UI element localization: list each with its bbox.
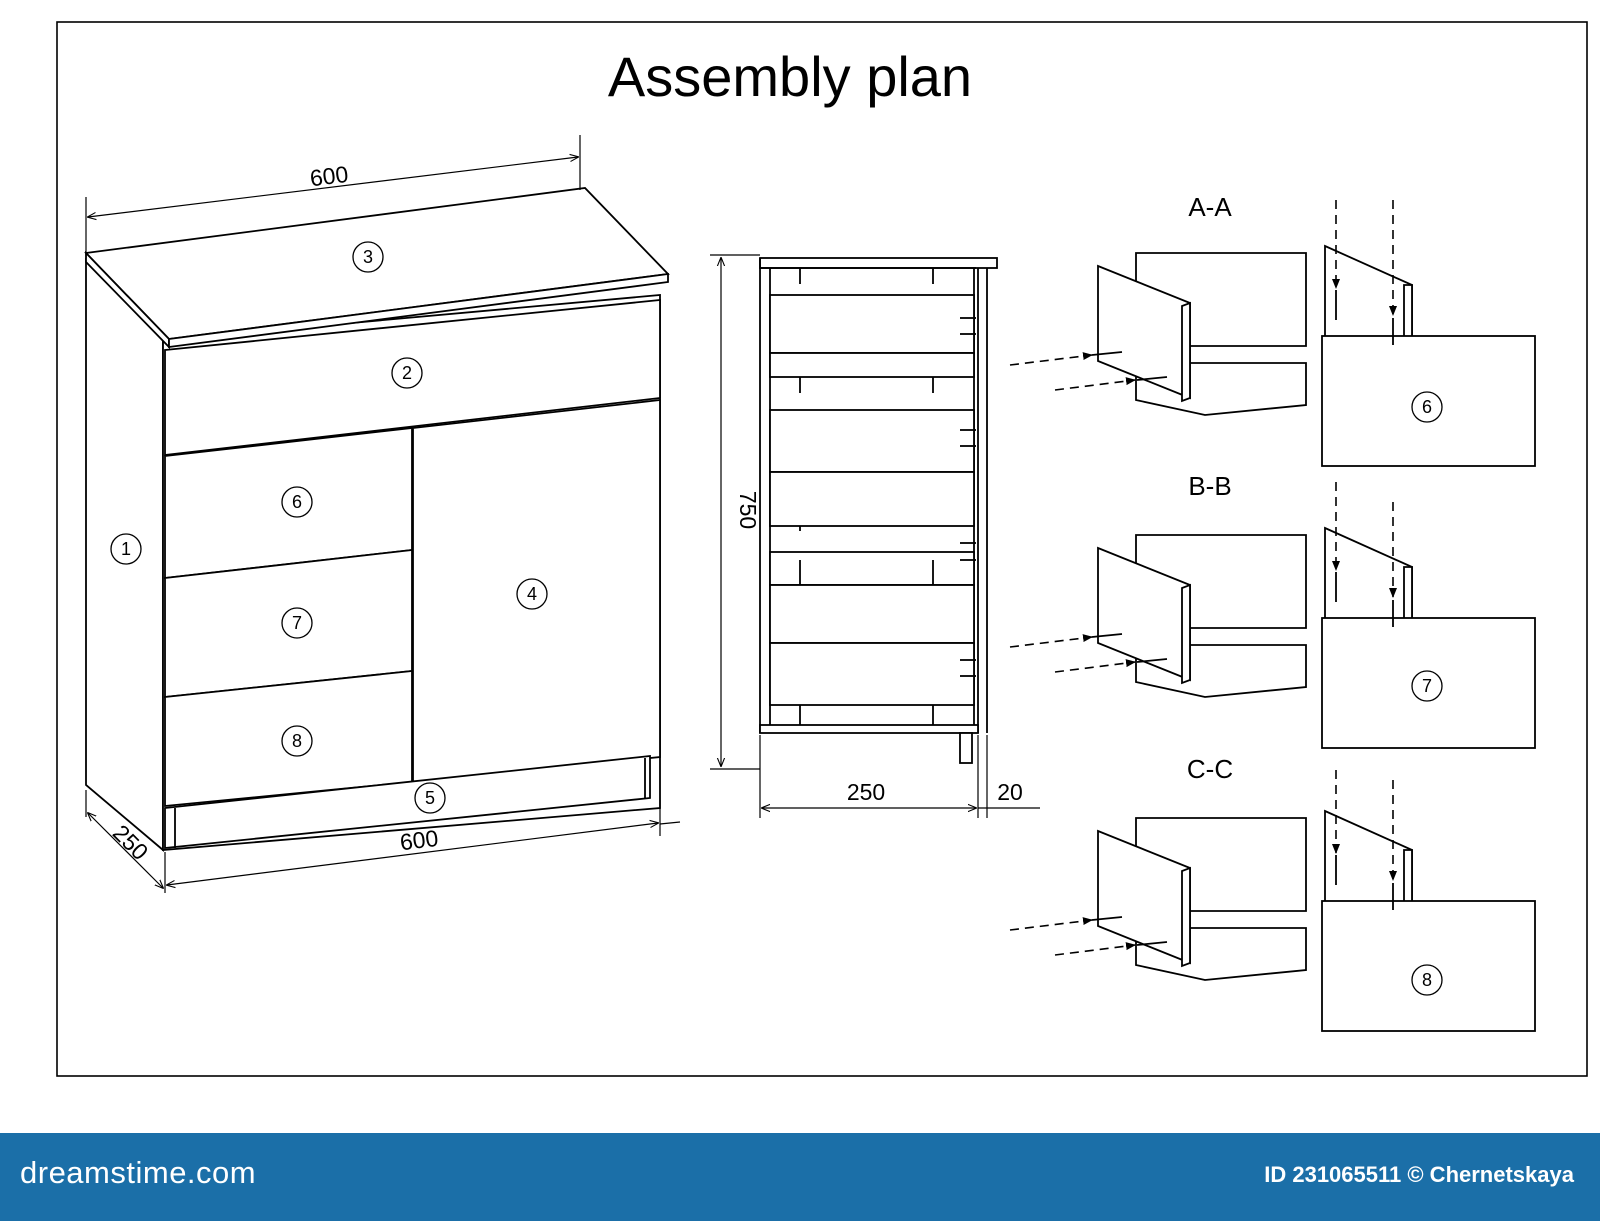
dim-side-depth: 250	[847, 779, 885, 805]
assembly-drawing: Assembly plan 600 600 250	[56, 21, 1588, 1077]
section-dimensions	[710, 254, 1040, 818]
section-callout-7	[1411, 670, 1443, 702]
section-label-c: C-C	[1187, 754, 1233, 784]
callout-6-label: 6	[292, 492, 302, 512]
callout-1	[110, 533, 142, 565]
drawer-section-a	[1009, 200, 1536, 467]
drawing-sheet: Assembly plan 600 600 250	[56, 21, 1588, 1077]
callout-2	[391, 357, 423, 389]
callout-4	[516, 578, 548, 610]
callout-7	[281, 607, 313, 639]
callout-8-label: 8	[292, 731, 302, 751]
brand-logo-text[interactable]: dreamstime.com	[20, 1155, 257, 1190]
image-credit: ID 231065511 © Chernetskaya	[1264, 1162, 1574, 1187]
dim-bottom-width: 600	[398, 825, 439, 855]
section-callout-7-label: 7	[1422, 676, 1432, 696]
side-section-view	[759, 257, 998, 764]
callout-5-label: 5	[425, 788, 435, 808]
callout-7-label: 7	[292, 613, 302, 633]
drawer-section-b	[1009, 482, 1536, 749]
callout-8	[281, 725, 313, 757]
callout-1-label: 1	[121, 539, 131, 559]
footer-bar: dreamstime.com ID 231065511 © Chernetska…	[0, 1133, 1600, 1221]
page-title: Assembly plan	[608, 45, 972, 108]
callout-2-label: 2	[402, 363, 412, 383]
section-label-a: A-A	[1188, 192, 1232, 222]
callout-3-label: 3	[363, 247, 373, 267]
iso-dimensions	[85, 135, 681, 893]
callout-5	[414, 782, 446, 814]
section-callout-6-label: 6	[1422, 397, 1432, 417]
callout-4-label: 4	[527, 584, 537, 604]
callout-6	[281, 486, 313, 518]
top-panel-front-edge	[168, 272, 669, 349]
dim-top-width: 600	[308, 161, 349, 191]
part-callouts: 3 2 1 6 7 8 4 5	[110, 241, 548, 814]
drawing-frame	[56, 21, 1588, 1077]
callout-3	[352, 241, 384, 273]
section-label-b: B-B	[1188, 471, 1231, 501]
drawer-section-c	[1009, 770, 1536, 1032]
cabinet-isometric	[84, 187, 670, 852]
section-callout-8-label: 8	[1422, 970, 1432, 990]
section-callout-8	[1411, 964, 1443, 996]
dim-height: 750	[735, 491, 761, 529]
dim-offset: 20	[997, 779, 1023, 805]
section-callout-6	[1411, 391, 1443, 423]
